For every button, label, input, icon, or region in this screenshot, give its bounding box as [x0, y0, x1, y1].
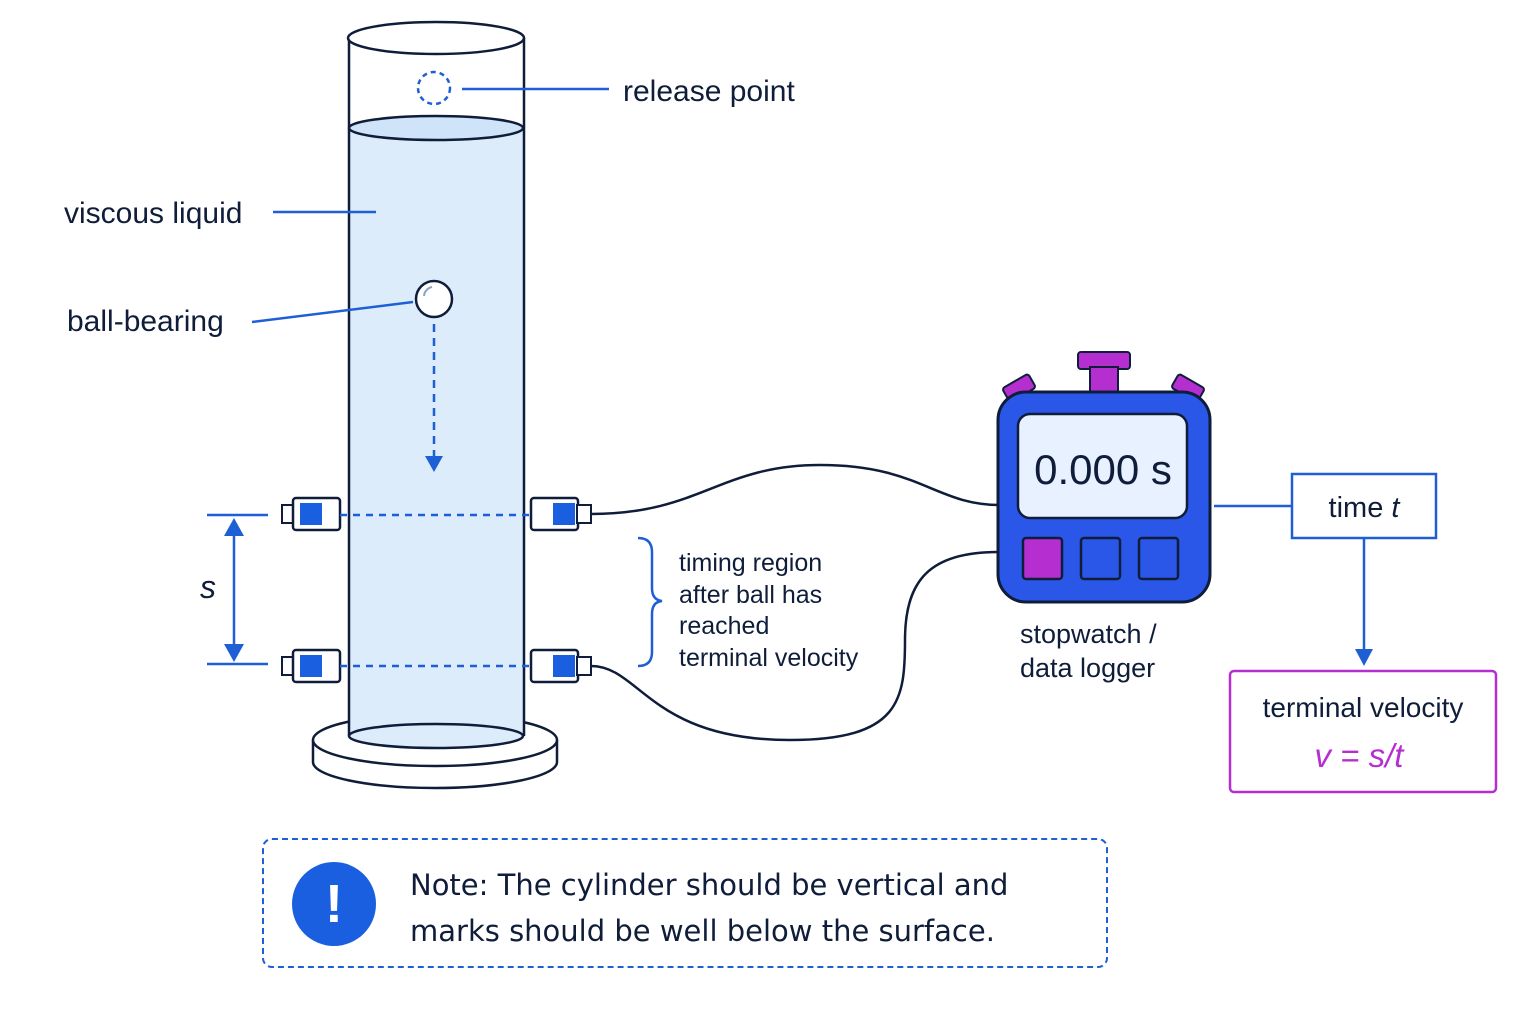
stopwatch-display: [1016, 412, 1189, 520]
light-gate-left-lower: [281, 648, 342, 684]
fall-direction-arrow: [425, 324, 443, 472]
stopwatch: [996, 351, 1212, 604]
ball-bearing-leader: [251, 300, 414, 324]
terminal-velocity-box: [1228, 669, 1498, 794]
stopwatch-button-stop: [1079, 536, 1122, 581]
release-point-marker: [416, 70, 452, 106]
terminal-velocity-formula: v = s/t: [1315, 737, 1406, 774]
timing-region-brace: [637, 536, 663, 668]
cylinder-rim: [346, 20, 526, 56]
stopwatch-label: stopwatch / data logger: [1020, 619, 1164, 683]
stopwatch-button-reset: [1137, 536, 1180, 581]
stopwatch-reading: 0.000 s: [1034, 446, 1172, 493]
ball-bearing: [414, 279, 454, 319]
light-gate-right-upper: [529, 496, 592, 532]
terminal-velocity-label: terminal velocity: [1263, 692, 1464, 723]
distance-marker: [207, 513, 268, 666]
release-point-label: release point: [623, 75, 795, 108]
measuring-cylinder: [346, 20, 526, 750]
lower-sensor-cable: [590, 550, 999, 742]
liquid-surface: [347, 114, 525, 142]
time-to-velocity-arrow: [1355, 538, 1373, 666]
timing-region-label: timing region after ball has reached ter…: [679, 549, 859, 672]
stopwatch-button-start: [1021, 536, 1064, 581]
note-text: Note: The cylinder should be vertical an…: [410, 868, 1009, 948]
time-box: [1290, 472, 1438, 540]
upper-sensor-cable: [590, 463, 1001, 516]
time-label: time t: [1329, 492, 1402, 524]
exclamation-icon: !: [292, 862, 376, 946]
note-box: ! Note: The cylinder should be vertical …: [262, 838, 1108, 968]
light-gate-right-lower: [529, 648, 592, 684]
distance-label: s: [200, 569, 216, 605]
ball-bearing-label: ball-bearing: [67, 305, 224, 338]
viscous-liquid-label: viscous liquid: [64, 197, 242, 230]
light-gate-left-upper: [281, 496, 342, 532]
